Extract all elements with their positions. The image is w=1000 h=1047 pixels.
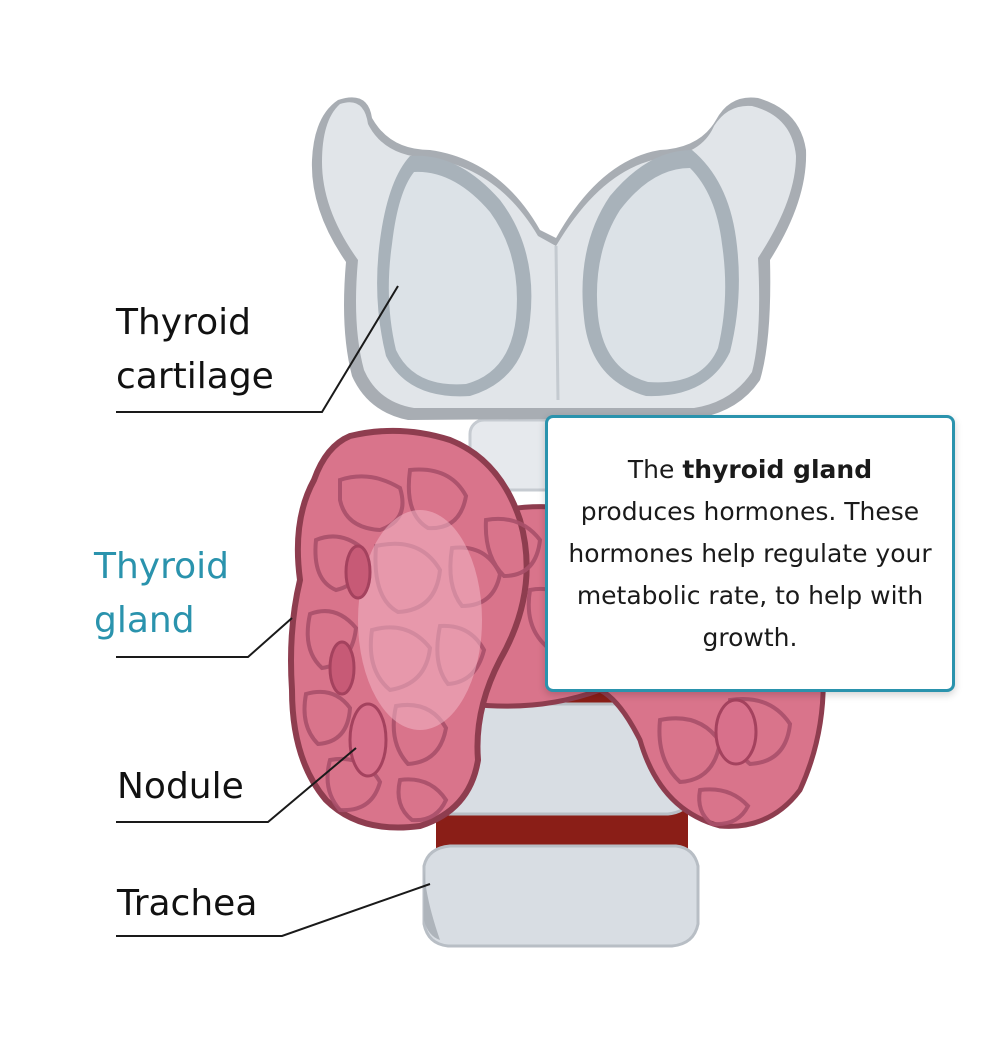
label-thyroid-gland-line1: Thyroid [94, 546, 229, 587]
nodule-2 [328, 640, 356, 696]
cartilage-left-lamina [388, 171, 517, 385]
label-thyroid-cartilage: Thyroid cartilage [116, 296, 316, 404]
leader-lines [116, 285, 431, 937]
label-thyroid-gland-line2: gland [94, 600, 195, 641]
cartilage-right-lamina [596, 168, 726, 383]
leader-line-nodule [116, 747, 357, 823]
nodule-right [714, 698, 758, 766]
label-thyroid-cartilage-line1: Thyroid [116, 302, 251, 343]
label-thyroid-cartilage-line2: cartilage [116, 356, 274, 397]
thyroid-highlight [358, 510, 482, 730]
trachea-ring-lower-shadow [424, 870, 440, 940]
info-text-bold: thyroid gland [682, 454, 873, 484]
thyroid-cartilage [311, 97, 807, 421]
leader-line-cartilage [116, 285, 399, 413]
info-text-after: produces hormones. These hormones help r… [568, 496, 932, 652]
info-text-before: The [627, 454, 683, 484]
info-text: The thyroid gland produces hormones. The… [568, 449, 932, 659]
nodule-3 [348, 702, 388, 778]
label-trachea: Trachea [117, 883, 258, 924]
info-box: The thyroid gland produces hormones. The… [545, 415, 955, 692]
trachea-ring-lower [422, 844, 700, 948]
label-nodule: Nodule [117, 766, 244, 807]
label-thyroid-gland: Thyroid gland [94, 540, 294, 648]
leader-line-gland [116, 617, 293, 658]
cartilage-midline [554, 245, 560, 401]
nodule-1 [344, 544, 372, 600]
leader-line-trachea [116, 883, 431, 937]
